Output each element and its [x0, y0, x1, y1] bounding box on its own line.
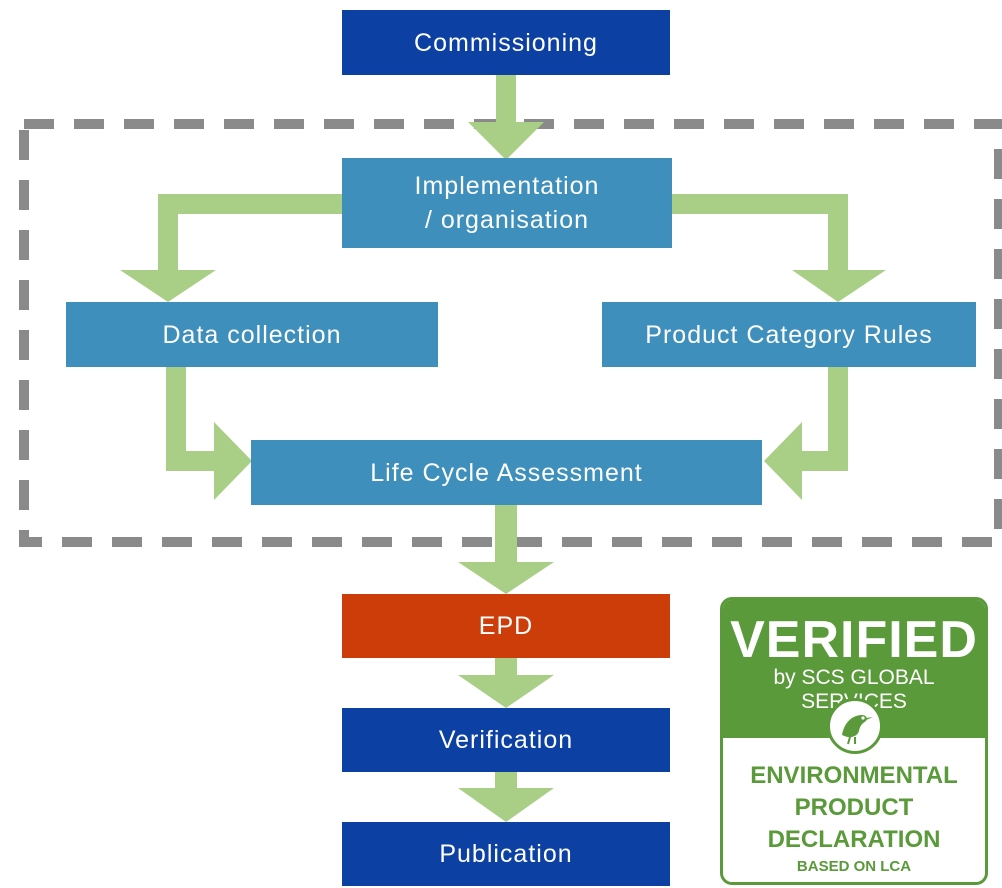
publication-box: Publication: [342, 822, 670, 886]
arrow-head-lca: [458, 562, 554, 594]
arrow-head-verif: [458, 788, 554, 822]
arrow-shaft-commission: [496, 75, 516, 125]
publication-label: Publication: [439, 840, 573, 868]
badge-line-declaration: DECLARATION: [767, 826, 941, 853]
lca-box: Life Cycle Assessment: [251, 440, 762, 505]
arrow-shaft-pcr-v: [828, 367, 848, 471]
data-collection-label: Data collection: [162, 320, 342, 349]
implementation-label-line1: Implementation: [414, 172, 600, 200]
arrow-shaft-lca: [495, 505, 517, 575]
badge-footer: BASED ON LCA: [796, 858, 912, 875]
pcr-box: Product Category Rules: [602, 302, 976, 367]
arrow-shaft-right-v: [828, 194, 848, 274]
arrow-shaft-dc-v: [166, 367, 186, 471]
verification-label: Verification: [438, 726, 574, 754]
arrow-head-right: [792, 270, 886, 302]
arrow-head-left: [120, 270, 216, 302]
epd-box: EPD: [342, 594, 670, 658]
arrow-shaft-left-v: [158, 194, 178, 274]
lca-label: Life Cycle Assessment: [370, 458, 643, 487]
implementation-label-line2: / organisation: [424, 206, 590, 234]
badge-trademark: TM: [958, 722, 977, 737]
arrow-shaft-epd: [495, 658, 517, 680]
arrow-head-epd: [458, 675, 554, 708]
arrow-shaft-verif: [495, 772, 517, 792]
bird-icon-graphic: [842, 715, 873, 745]
verification-box: Verification: [342, 708, 670, 772]
badge-line-environmental: ENVIRONMENTAL: [750, 762, 958, 789]
verified-badge: VERIFIED by SCS GLOBAL SERVICES TM ENVIR…: [720, 597, 988, 885]
arrow-head-commission: [468, 122, 544, 160]
implementation-box: Implementation / organisation: [342, 158, 672, 248]
arrow-shaft-left-h: [158, 194, 344, 214]
commissioning-label: Commissioning: [414, 28, 598, 57]
badge-title: VERIFIED: [730, 611, 978, 669]
arrow-head-dc: [214, 422, 252, 500]
arrow-shaft-right-h: [672, 194, 848, 214]
arrows: [120, 75, 886, 822]
arrow-shaft-pcr-h: [796, 451, 848, 471]
commissioning-box: Commissioning: [342, 10, 670, 75]
arrow-head-pcr: [764, 422, 802, 500]
scope-boundary: [19, 119, 1002, 547]
arrow-shaft-dc-h: [166, 451, 222, 471]
badge-line-product: PRODUCT: [794, 794, 914, 821]
epd-label: EPD: [478, 612, 534, 640]
pcr-label: Product Category Rules: [645, 320, 933, 349]
data-collection-box: Data collection: [66, 302, 438, 367]
bird-icon: [827, 698, 883, 754]
